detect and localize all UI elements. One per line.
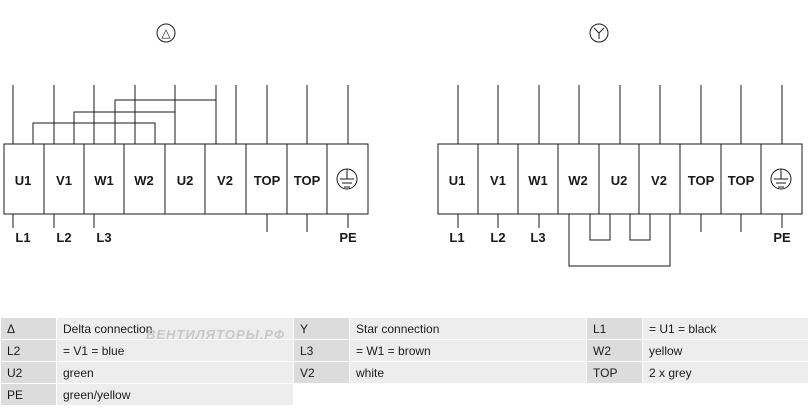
delta-terminal-v1: V1	[56, 173, 72, 188]
delta-terminal-block	[3, 143, 369, 215]
delta-connection-diagram: △	[3, 23, 369, 232]
legend-row: Δ Delta connection Y Star connection L1 …	[0, 317, 808, 340]
star-terminal-u1: U1	[449, 173, 466, 188]
delta-terminal-u1: U1	[15, 173, 32, 188]
star-terminal-top-2: TOP	[728, 173, 755, 188]
delta-terminal-top-2: TOP	[294, 173, 321, 188]
delta-terminal-top-1: TOP	[254, 173, 281, 188]
legend-key: TOP	[586, 361, 643, 384]
star-terminal-v2: V2	[651, 173, 667, 188]
star-terminal-labels: U1 V1 W1 W2 U2 V2 TOP TOP L1 L2 L3 PE	[449, 173, 791, 245]
star-bridge-u2-v2	[629, 214, 651, 241]
delta-terminal-labels: U1 V1 W1 W2 U2 V2 TOP TOP L1 L2 L3 PE	[15, 173, 357, 245]
star-bridge-w2-u2	[589, 214, 611, 241]
star-symbol-icon	[593, 27, 605, 39]
watermark: ВЕНТИЛЯТОРЫ.РФ	[146, 327, 286, 342]
star-earth-icon	[770, 168, 792, 190]
delta-terminal-u2: U2	[177, 173, 194, 188]
legend-row: L2 = V1 = blue L3 = W1 = brown W2 yellow	[0, 339, 808, 362]
delta-terminal-w2: W2	[134, 173, 154, 188]
legend-key: V2	[293, 361, 350, 384]
delta-earth-icon	[336, 168, 358, 190]
star-terminal-v1: V1	[490, 173, 506, 188]
legend-value: green/yellow	[56, 383, 294, 406]
star-supply-l1: L1	[449, 230, 464, 245]
legend-row: PE green/yellow	[0, 383, 808, 406]
star-connection-diagram	[437, 23, 803, 267]
star-earth-label: PE	[773, 230, 791, 245]
legend-key: Y	[293, 317, 350, 340]
legend-key: Δ	[0, 317, 57, 340]
legend-key: PE	[0, 383, 57, 406]
legend-key: U2	[0, 361, 57, 384]
legend-value: Star connection	[349, 317, 587, 340]
delta-bridge-v1-w2	[73, 111, 176, 144]
legend-value: green	[56, 361, 294, 384]
delta-terminal-v2: V2	[217, 173, 233, 188]
legend-key: L3	[293, 339, 350, 362]
legend-key: W2	[586, 339, 643, 362]
delta-earth-label: PE	[339, 230, 357, 245]
legend-value: = V1 = blue	[56, 339, 294, 362]
star-supply-l3: L3	[530, 230, 545, 245]
legend-key: L2	[0, 339, 57, 362]
star-terminal-u2: U2	[611, 173, 628, 188]
star-symbol-circle	[589, 23, 609, 43]
delta-supply-l1: L1	[15, 230, 30, 245]
star-terminal-top-1: TOP	[688, 173, 715, 188]
wire-colour-legend: Δ Delta connection Y Star connection L1 …	[0, 317, 808, 406]
delta-symbol: △	[161, 26, 171, 40]
legend-value: yellow	[642, 339, 808, 362]
legend-row: U2 green V2 white TOP 2 x grey	[0, 361, 808, 384]
legend-key: L1	[586, 317, 643, 340]
wiring-diagram: △ U1 V1 W1 W2	[3, 23, 803, 267]
star-bridge-w2-v2-outer	[568, 214, 671, 267]
delta-symbol-circle	[156, 23, 176, 43]
delta-bridge-w1-u2	[114, 99, 217, 144]
delta-supply-l2: L2	[56, 230, 71, 245]
legend-value: white	[349, 361, 587, 384]
delta-bridge-u1-v2	[32, 122, 156, 144]
star-terminal-w1: W1	[528, 173, 548, 188]
delta-supply-l3: L3	[96, 230, 111, 245]
star-terminal-w2: W2	[568, 173, 588, 188]
delta-terminal-w1: W1	[94, 173, 114, 188]
star-supply-l2: L2	[490, 230, 505, 245]
legend-value: 2 x grey	[642, 361, 808, 384]
legend-value: = W1 = brown	[349, 339, 587, 362]
legend-value: = U1 = black	[642, 317, 808, 340]
